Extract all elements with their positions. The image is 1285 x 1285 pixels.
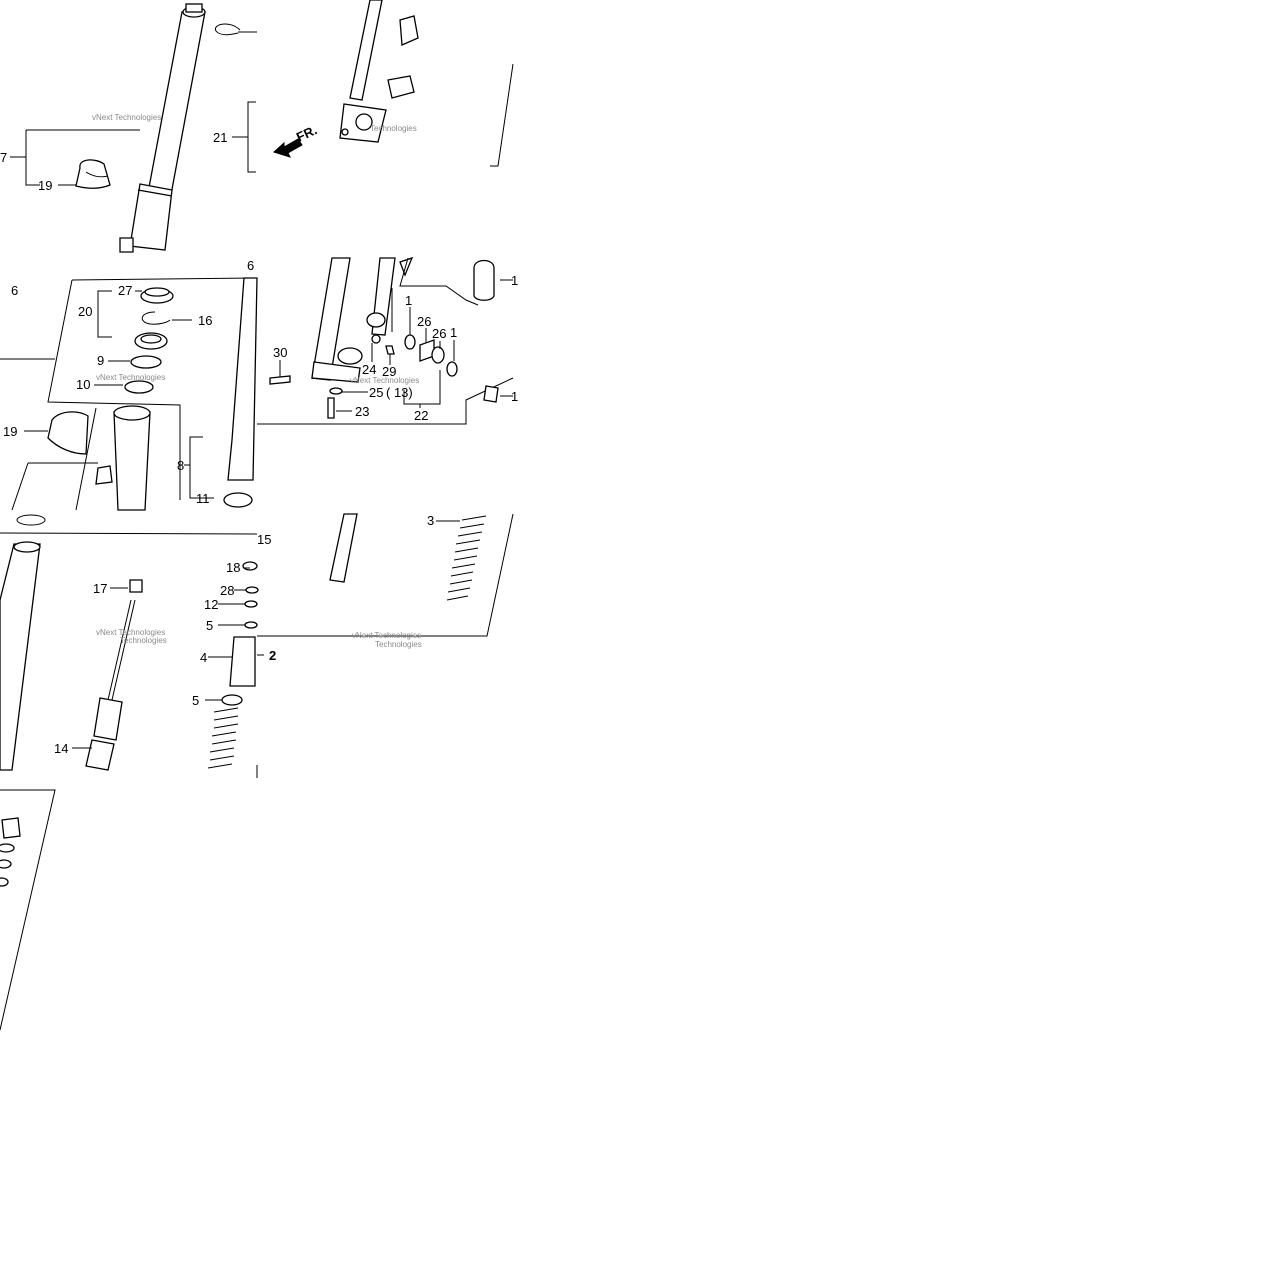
label-1-edge-top: 1	[511, 273, 518, 288]
label-4: 4	[200, 650, 207, 665]
panel-oil-seal-set	[0, 277, 258, 526]
panel-axle-holder	[257, 256, 514, 425]
label-7: 7	[0, 150, 7, 165]
label-18: 18	[226, 560, 240, 575]
watermark-2: Technologies	[370, 124, 417, 133]
panel-fork-spring	[257, 513, 514, 637]
label-26-right: 26	[432, 326, 446, 341]
watermark-6: Technologies	[120, 636, 167, 645]
label-2: 2	[269, 648, 276, 663]
label-6-left: 6	[11, 283, 18, 298]
panel-fork-cap	[0, 789, 56, 1031]
front-direction-arrow-icon	[273, 138, 303, 158]
label-17: 17	[93, 581, 107, 596]
label-13: ( 13)	[386, 385, 413, 400]
label-20: 20	[78, 304, 92, 319]
label-23: 23	[355, 404, 369, 419]
label-22: 22	[414, 408, 428, 423]
watermark-8: Technologies	[375, 640, 422, 649]
label-8: 8	[177, 458, 184, 473]
label-27: 27	[118, 283, 132, 298]
label-30: 30	[273, 345, 287, 360]
label-3: 3	[427, 513, 434, 528]
label-5-upper: 5	[206, 618, 213, 633]
watermark-4: vNext Technologies	[350, 376, 419, 385]
label-1-edge-bottom: 1	[511, 389, 518, 404]
watermarks: vNext Technologies Technologies vNext Te…	[92, 113, 422, 649]
label-21: 21	[213, 130, 227, 145]
label-15: 15	[257, 532, 271, 547]
label-19-top: 19	[38, 178, 52, 193]
panel-fork-internals	[0, 532, 264, 778]
label-19-middle: 19	[3, 424, 17, 439]
label-29: 29	[382, 364, 396, 379]
watermark-1: vNext Technologies	[92, 113, 161, 122]
label-5-lower: 5	[192, 693, 199, 708]
label-14: 14	[54, 741, 68, 756]
label-28: 28	[220, 583, 234, 598]
label-1-right: 1	[450, 325, 457, 340]
callout-labels: 7 19 21 6 6 27 20 16 9 10 19 8 11 30 1 2…	[0, 122, 518, 756]
label-10: 10	[76, 377, 90, 392]
label-12: 12	[204, 597, 218, 612]
label-1-upper: 1	[405, 293, 412, 308]
panel-fork-upper-left	[10, 3, 257, 253]
label-6-right: 6	[247, 258, 254, 273]
label-26-left: 26	[417, 314, 431, 329]
label-25: 25	[369, 385, 383, 400]
panel-fork-bottom-case	[232, 0, 514, 173]
watermark-3: vNext Technologies	[96, 373, 165, 382]
watermark-7: vNext Technologies	[352, 631, 421, 640]
label-9: 9	[97, 353, 104, 368]
label-16: 16	[198, 313, 212, 328]
watermark-5: vNext Technologies	[96, 628, 165, 637]
label-24: 24	[362, 362, 376, 377]
fr-arrow-label: FR.	[294, 122, 319, 144]
label-11: 11	[196, 491, 210, 506]
